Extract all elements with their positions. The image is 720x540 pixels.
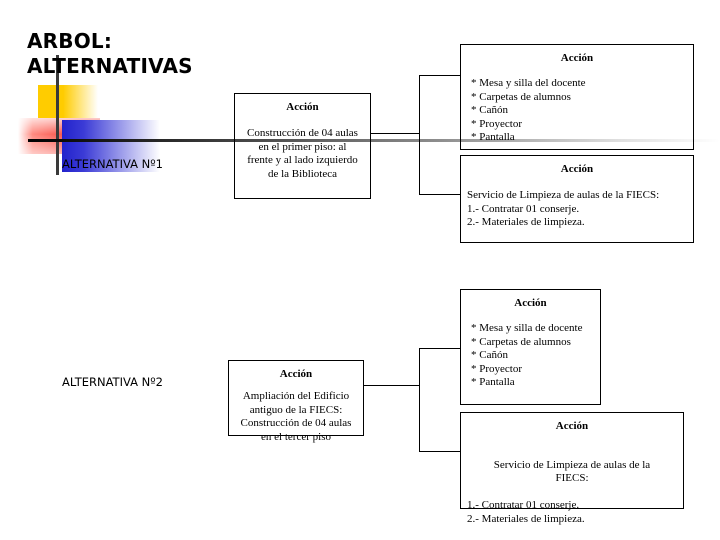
connector-2-branch-top — [419, 348, 460, 349]
connector-1-stub — [371, 133, 420, 134]
connector-2-stub — [364, 385, 420, 386]
vertical-rule — [56, 55, 59, 175]
action-header: Acción — [286, 101, 319, 113]
alternativa-1-resource-box: Acción * Mesa y silla del docente * Carp… — [460, 44, 694, 150]
alternativa-1-cleaning-box: Acción Servicio de Limpieza de aulas de … — [460, 155, 694, 243]
action-text: Servicio de Limpieza de aulas de la FIEC… — [461, 445, 683, 540]
alternativa-2-resource-box: Acción * Mesa y silla de docente * Carpe… — [460, 289, 601, 405]
action-text: * Mesa y silla de docente * Carpetas de … — [471, 322, 583, 388]
connector-1-branch-bottom — [419, 194, 460, 195]
action-text: Construcción de 04 aulas en el primer pi… — [247, 127, 358, 180]
horizontal-gradient-rule — [28, 139, 720, 142]
action-text: Servicio de Limpieza de aulas de la FIEC… — [467, 189, 660, 228]
page-title: ARBOL: ALTERNATIVAS — [27, 29, 193, 78]
alternativa-2-cleaning-box: Acción Servicio de Limpieza de aulas de … — [460, 412, 684, 525]
action-text: * Mesa y silla del docente * Carpetas de… — [471, 77, 586, 143]
action-header: Acción — [279, 368, 313, 380]
action-header: Acción — [560, 163, 594, 175]
action-text: Ampliación del Edificio antiguo de la FI… — [240, 390, 352, 443]
alternativa-2-action-box: Acción Ampliación del Edificio antiguo d… — [228, 360, 364, 443]
action-header: Acción — [555, 420, 589, 432]
decorative-logo-block — [0, 0, 300, 190]
action-text-centered: Servicio de Limpieza de aulas de la FIEC… — [493, 458, 651, 485]
connector-2-branch-bottom — [419, 451, 460, 452]
alternativa-1-action-box: Acción Construcción de 04 aulas en el pr… — [234, 93, 371, 199]
alternativa-2-label: ALTERNATIVA Nº2 — [62, 375, 163, 389]
alternativa-1-label: ALTERNATIVA Nº1 — [62, 157, 163, 171]
blue-square-shape — [62, 120, 160, 172]
connector-1-branch-top — [419, 75, 460, 76]
action-text-list: 1.- Contratar 01 conserje. 2.- Materiale… — [467, 499, 585, 525]
connector-1-spine — [419, 75, 420, 195]
action-header: Acción — [514, 297, 547, 309]
action-header: Acción — [560, 52, 594, 64]
connector-2-spine — [419, 348, 420, 452]
